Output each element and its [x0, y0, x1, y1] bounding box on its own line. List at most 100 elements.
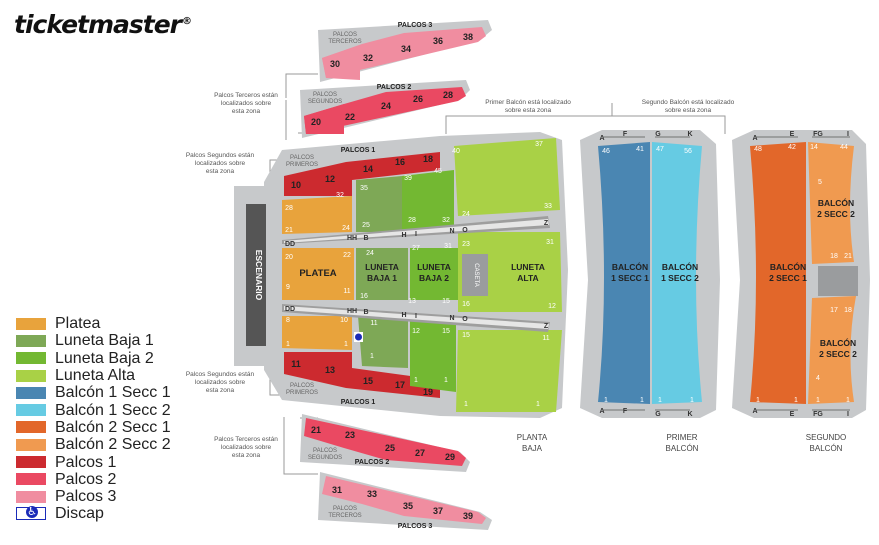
note-terceros-bottom-2: localizados sobre: [221, 444, 272, 451]
row-letter: K: [687, 411, 692, 418]
balcon-2-secc-2-bottom-label-2: 2 SECC 2: [819, 349, 857, 359]
level-segundo-balcon-1: SEGUNDO: [806, 433, 846, 442]
seat-number: 1: [690, 397, 694, 404]
seat-number: 37: [535, 141, 543, 148]
legend-swatch: [16, 421, 46, 434]
balcon-2-secc-2-bottom-label-1: BALCÓN: [820, 337, 856, 348]
palcos-terceros-top-label-1: PALCOS: [333, 32, 357, 38]
seat-number: 35: [360, 185, 368, 192]
palcos-1-top[interactable]: PALCOS 1 PALCOS PRIMEROS 10 12 14 16 18: [284, 147, 440, 196]
legend-label: Platea: [55, 315, 101, 333]
seat-number: 1: [658, 397, 662, 404]
luneta-baja-1-section[interactable]: LUNETA BAJA 1 35 25 24 16 11 1: [354, 176, 408, 368]
box-number: 12: [325, 174, 335, 184]
palcos-3-top-boxes[interactable]: [322, 27, 486, 78]
palcos-primeros-bottom-label-2: PRIMEROS: [286, 390, 318, 396]
legend: Platea Luneta Baja 1 Luneta Baja 2 Lunet…: [16, 315, 171, 523]
box-number: 31: [332, 485, 342, 495]
balcon-1-secc-2-section[interactable]: [652, 142, 702, 404]
note-terceros-top-2: localizados sobre: [221, 100, 272, 107]
palcos-2-bottom-boxes[interactable]: [304, 418, 466, 466]
seat-number: 41: [636, 146, 644, 153]
palcos-2-top-boxes[interactable]: [304, 87, 466, 134]
legend-item-balcon-1-secc-2[interactable]: Balcón 1 Secc 2: [16, 401, 171, 419]
segundo-balcon: A E FG I A E FG I BALCÓN 2 SECC 1 BALCÓN…: [732, 130, 870, 418]
seat-number: 46: [602, 148, 610, 155]
balcon-1-secc-1-section[interactable]: [598, 142, 650, 404]
legend-item-palcos-1[interactable]: Palcos 1: [16, 453, 171, 471]
seat-number: 1: [536, 401, 540, 408]
legend-item-luneta-baja-2[interactable]: Luneta Baja 2: [16, 350, 171, 367]
box-number: 28: [443, 90, 453, 100]
legend-item-discap[interactable]: Discap: [16, 505, 171, 522]
legend-swatch: [16, 404, 46, 417]
box-number: 25: [385, 443, 395, 453]
legend-item-palcos-3[interactable]: Palcos 3: [16, 488, 171, 505]
balcon-2-secc-2-top[interactable]: [808, 142, 854, 264]
seat-number: 28: [408, 217, 416, 224]
row-letter: A: [752, 408, 757, 415]
seat-number: 16: [462, 301, 470, 308]
box-number: 10: [291, 180, 301, 190]
balcon-1-secc-2-label-2: 1 SECC 2: [661, 273, 699, 283]
legend-item-balcon-2-secc-2[interactable]: Balcón 2 Secc 2: [16, 436, 171, 453]
balcon-2-secc-1-section[interactable]: [750, 142, 806, 404]
luneta-alta-section[interactable]: CASETA LUNETA ALTA 40 37 33 24 23 31 16 …: [452, 138, 562, 412]
palcos-3-top: PALCOS 3 PALCOS TERCEROS 30 32 34 36 38: [318, 20, 492, 82]
box-number: 32: [363, 53, 373, 63]
stage: ESCENARIO: [246, 204, 266, 346]
stage-label: ESCENARIO: [254, 250, 264, 301]
legend-item-luneta-alta[interactable]: Luneta Alta: [16, 367, 171, 384]
box-number: 18: [423, 154, 433, 164]
legend-swatch: [16, 456, 46, 469]
seat-number: 32: [336, 192, 344, 199]
seat-number: 10: [340, 317, 348, 324]
legend-label: Balcón 1 Secc 1: [55, 384, 171, 402]
platea-section[interactable]: PLATEA 28 32 21 24 20 22 9 11 8 10 1 1: [282, 192, 354, 350]
note-terceros-top-1: Palcos Terceros están: [214, 92, 278, 99]
balcon-2-secc-2-bottom[interactable]: [808, 296, 856, 404]
box-number: 26: [413, 94, 423, 104]
row-letter: H: [401, 312, 406, 319]
row-letter: DD: [285, 241, 295, 248]
level-labels: PLANTA BAJA PRIMER BALCÓN SEGUNDO BALCÓN: [517, 433, 846, 453]
legend-item-palcos-2[interactable]: Palcos 2: [16, 471, 171, 488]
row-letter: I: [415, 231, 417, 238]
seat-number: 44: [840, 144, 848, 151]
balcon-1-secc-2-label-1: BALCÓN: [662, 261, 698, 272]
row-letter: B: [363, 309, 368, 316]
legend-item-balcon-1-secc-1[interactable]: Balcón 1 Secc 1: [16, 384, 171, 401]
box-number: 35: [403, 501, 413, 511]
box-number: 15: [363, 376, 373, 386]
seat-number: 27: [412, 245, 420, 252]
palcos-segundos-bottom-label-2: SEGUNDOS: [308, 455, 342, 461]
palcos-3-bottom-boxes[interactable]: [322, 476, 486, 524]
row-letter: G: [655, 411, 661, 418]
legend-item-balcon-2-secc-1[interactable]: Balcón 2 Secc 1: [16, 419, 171, 436]
legend-label: Balcón 2 Secc 1: [55, 418, 171, 436]
legend-item-platea[interactable]: Platea: [16, 315, 171, 332]
legend-label: Palcos 1: [55, 453, 117, 471]
aisle-bottom: DD HH B H I N O Z: [282, 304, 550, 332]
row-letter: H: [401, 232, 406, 239]
seat-number: 1: [846, 397, 850, 404]
seat-number: 1: [464, 401, 468, 408]
legend-item-luneta-baja-1[interactable]: Luneta Baja 1: [16, 332, 171, 349]
palcos-2-top: PALCOS 2 PALCOS SEGUNDOS 20 22 24 26 28: [300, 80, 470, 138]
luneta-alta-label-2: ALTA: [517, 273, 538, 283]
row-letter: F: [623, 131, 628, 138]
note-terceros-bottom-1: Palcos Terceros están: [214, 436, 278, 443]
palcos-1-bottom[interactable]: PALCOS 1 PALCOS PRIMEROS 11 13 15 17 19: [284, 352, 440, 406]
seat-number: 32: [442, 217, 450, 224]
seat-number: 24: [342, 225, 350, 232]
legend-label: Luneta Alta: [55, 367, 136, 385]
row-letter: N: [449, 228, 454, 235]
seat-number: 15: [442, 298, 450, 305]
seat-number: 39: [404, 175, 412, 182]
luneta-baja-2-section[interactable]: LUNETA BAJA 2 39 45 28 32 27 31 13 15 12…: [402, 168, 458, 392]
seat-number: 15: [462, 332, 470, 339]
seat-number: 21: [844, 253, 852, 260]
palcos-3-top-label: PALCOS 3: [398, 22, 433, 29]
row-letter: A: [599, 408, 604, 415]
